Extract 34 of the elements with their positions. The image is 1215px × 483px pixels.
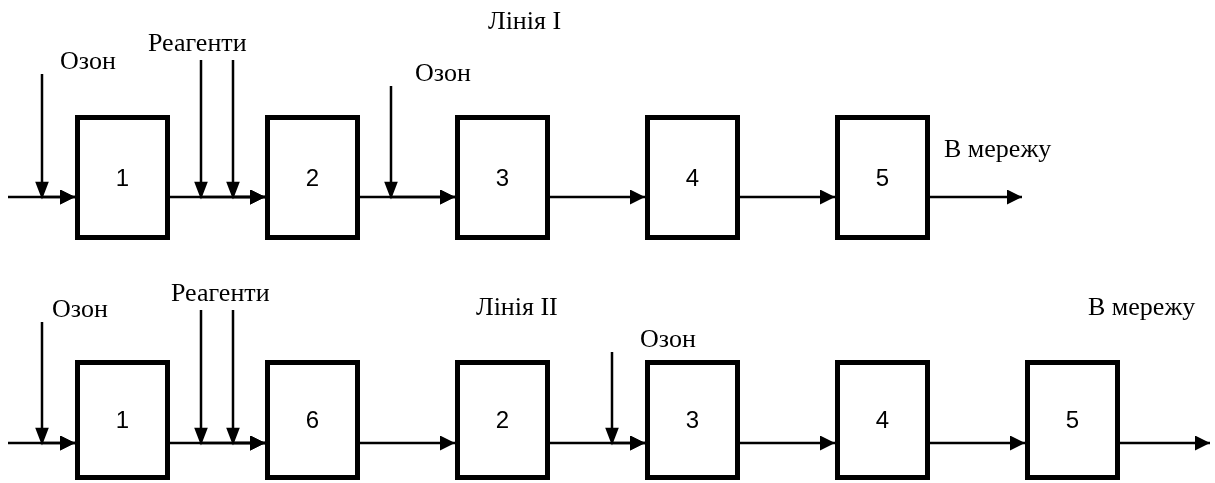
flow-arrow	[550, 189, 645, 205]
feed-arrow	[605, 352, 645, 451]
process-box: 2	[455, 360, 550, 480]
feed-arrow	[35, 74, 75, 205]
process-box: 1	[75, 115, 170, 240]
process-box: 4	[645, 115, 740, 240]
input-label: Озон	[36, 48, 128, 74]
input-label: Озон	[36, 296, 122, 322]
feed-arrow	[226, 60, 265, 205]
line-label: В мережу	[944, 134, 1052, 164]
flow-arrow	[740, 435, 835, 451]
process-box: 2	[265, 115, 360, 240]
line-label: Лінія I	[488, 6, 562, 36]
process-box: 5	[1025, 360, 1120, 480]
input-label: Реагенти	[148, 30, 264, 60]
flow-arrow	[740, 189, 835, 205]
input-label: Озон	[615, 290, 711, 352]
line-label: Лінія II	[476, 292, 558, 322]
input-label: Озон	[385, 60, 485, 86]
process-box: 3	[455, 115, 550, 240]
process-box: 1	[75, 360, 170, 480]
feed-arrow	[35, 322, 75, 451]
flow-arrow	[930, 435, 1025, 451]
flow-arrow	[1120, 435, 1210, 451]
line-label: В мережу	[1088, 292, 1196, 322]
feed-arrow	[226, 310, 265, 451]
input-label: Реагенти	[171, 280, 295, 310]
process-box: 4	[835, 360, 930, 480]
flow-arrow	[360, 435, 455, 451]
process-box: 5	[835, 115, 930, 240]
flow-arrow	[930, 189, 1022, 205]
feed-arrow	[384, 86, 455, 205]
process-box: 3	[645, 360, 740, 480]
process-box: 6	[265, 360, 360, 480]
